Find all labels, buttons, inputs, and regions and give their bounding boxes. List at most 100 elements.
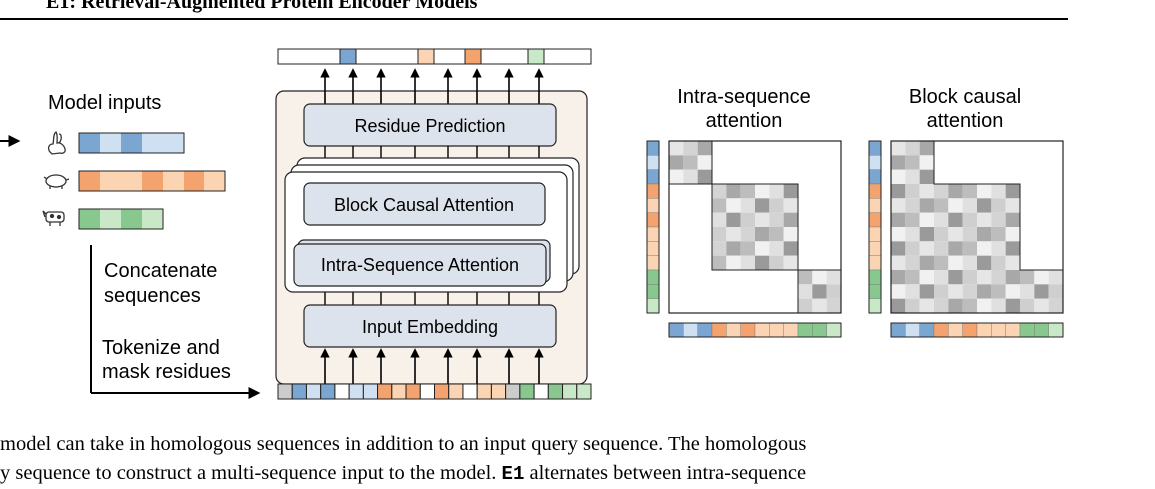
- attention-cell: [769, 212, 784, 227]
- output-sequence: [277, 48, 592, 65]
- row-token: [646, 212, 660, 228]
- col-token: [783, 322, 799, 338]
- attention-cell: [697, 169, 712, 184]
- input-embedding-block: [303, 304, 557, 348]
- attention-cell: [934, 184, 949, 199]
- attention-cell: [769, 184, 784, 199]
- attention-cell: [669, 141, 684, 156]
- concat-label-line1: Concatenate: [104, 260, 217, 282]
- caption-line-2-before: y sequence to construct a multi-sequence…: [0, 462, 497, 484]
- attention-cell: [962, 198, 977, 213]
- attention-cell: [783, 198, 798, 213]
- attention-cell: [812, 270, 827, 285]
- attention-cell: [905, 184, 920, 199]
- caption-line-2: y sequence to construct a multi-sequence…: [0, 459, 1155, 489]
- attention-cell: [697, 155, 712, 170]
- token-cell: [562, 383, 578, 400]
- attention-cell: [1048, 298, 1063, 313]
- row-strip-border: [868, 140, 882, 314]
- attention-cell: [934, 270, 949, 285]
- attention-cell: [683, 141, 698, 156]
- attention-cell: [962, 284, 977, 299]
- attention-cell: [1005, 284, 1020, 299]
- attention-cell: [919, 284, 934, 299]
- attention-cell: [783, 212, 798, 227]
- attention-cell: [919, 141, 934, 156]
- cow-sequence: [78, 208, 164, 230]
- attention-cell: [891, 284, 906, 299]
- attention-cell: [948, 212, 963, 227]
- attention-cell: [919, 270, 934, 285]
- pig-icon: [43, 174, 70, 189]
- attention-cell: [683, 155, 698, 170]
- intra-sequence-attention-block: [293, 243, 547, 287]
- col-token: [668, 322, 684, 338]
- attention-cell: [991, 298, 1006, 313]
- token-cell: [533, 383, 549, 400]
- attention-cell: [905, 212, 920, 227]
- attention-cell: [919, 155, 934, 170]
- col-token: [919, 322, 935, 338]
- section-title: E1: Retrieval-Augmented Protein Encoder …: [46, 0, 478, 13]
- attention-cell: [905, 155, 920, 170]
- attention-cell: [755, 241, 770, 256]
- attention-cell: [948, 241, 963, 256]
- attention-cell: [948, 298, 963, 313]
- attention-cell: [726, 227, 741, 242]
- attention-cell: [948, 184, 963, 199]
- row-token: [868, 183, 882, 199]
- model-inputs-label: Model inputs: [48, 92, 161, 114]
- token-cell: [277, 383, 293, 400]
- attention-cell: [712, 184, 727, 199]
- attention-cell: [919, 255, 934, 270]
- residue-prediction-label: Residue Prediction: [354, 116, 505, 136]
- attention-cell: [991, 241, 1006, 256]
- col-token: [962, 322, 978, 338]
- row-token: [646, 241, 660, 256]
- attention-cell: [783, 241, 798, 256]
- architecture-figure: Model inputs Concaten: [0, 48, 1064, 400]
- attention-cell: [1034, 298, 1049, 313]
- attention-cell: [697, 141, 712, 156]
- attention-cell: [962, 298, 977, 313]
- col-token: [991, 322, 1006, 338]
- attention-cell: [948, 255, 963, 270]
- row-strip-border: [646, 140, 660, 314]
- tokenized-sequence: [277, 383, 592, 400]
- mask-border: [890, 140, 1064, 314]
- token-cell: [291, 383, 307, 400]
- intra-sequence-attention-mask: [646, 140, 842, 338]
- token-cell: [505, 383, 521, 400]
- attention-cell: [798, 270, 813, 285]
- token-cell: [448, 383, 464, 400]
- row-token: [646, 269, 660, 285]
- attention-cell: [977, 198, 992, 213]
- attention-cell: [948, 270, 963, 285]
- col-token: [697, 322, 713, 338]
- attention-cell: [726, 255, 741, 270]
- block-causal-attention-block: [303, 182, 546, 226]
- caption: model can take in homologous sequences i…: [0, 430, 1155, 489]
- attention-cell: [755, 184, 770, 199]
- col-token: [1048, 322, 1064, 338]
- col-token: [683, 322, 698, 338]
- attention-cell: [826, 298, 841, 313]
- attention-cell: [991, 284, 1006, 299]
- attention-cell: [991, 270, 1006, 285]
- attention-cell: [1005, 184, 1020, 199]
- attention-cell: [977, 184, 992, 199]
- attention-cell: [919, 227, 934, 242]
- attention-cell: [783, 227, 798, 242]
- attention-cell: [891, 198, 906, 213]
- attention-cell: [1034, 284, 1049, 299]
- row-token: [868, 198, 882, 213]
- row-token: [646, 298, 660, 314]
- attention-cell: [905, 227, 920, 242]
- attention-cell: [891, 255, 906, 270]
- row-token: [646, 155, 660, 170]
- attention-cell: [1005, 198, 1020, 213]
- section-rule: [0, 18, 1068, 20]
- row-token: [646, 198, 660, 213]
- attention-cell: [755, 227, 770, 242]
- attention-cell: [1005, 298, 1020, 313]
